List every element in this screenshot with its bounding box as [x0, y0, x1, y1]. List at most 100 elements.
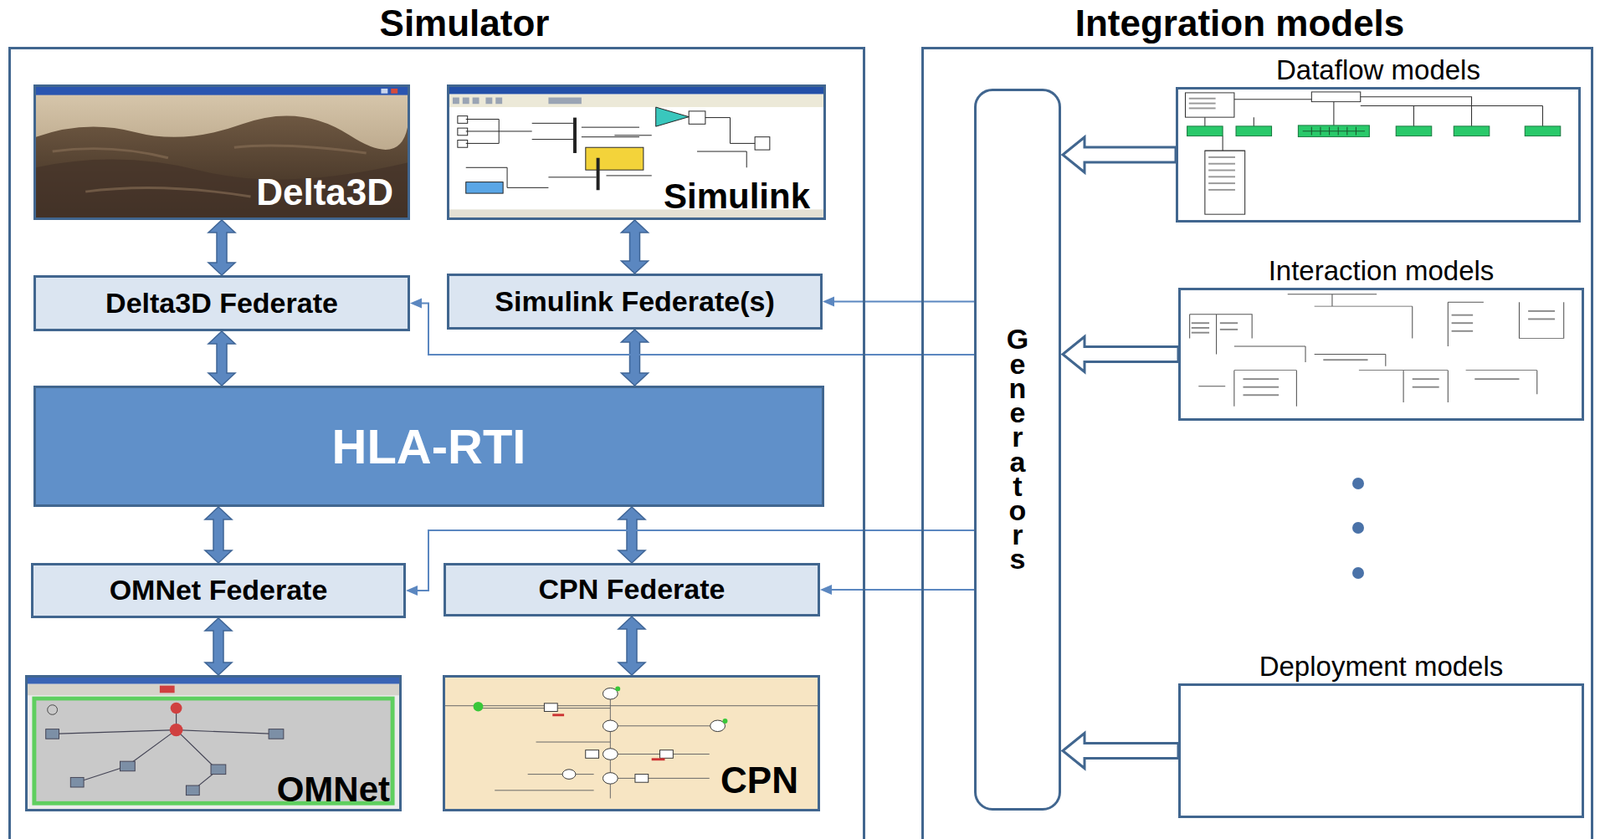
illustration-part — [449, 94, 824, 108]
illustration-part — [1208, 182, 1236, 185]
illustration-part — [1189, 97, 1236, 191]
ellipsis-dot — [1352, 567, 1365, 580]
illustration-part — [46, 729, 60, 740]
federate-label: CPN Federate — [538, 574, 726, 606]
illustration-part — [27, 677, 400, 810]
illustration-part — [552, 713, 665, 761]
model-heading: Dataflow models — [1175, 53, 1581, 88]
illustration-part — [457, 116, 468, 124]
double-arrow — [205, 507, 232, 564]
illustration-part — [585, 750, 600, 759]
illustration-part — [596, 158, 600, 191]
illustration-part — [452, 97, 460, 105]
illustration-part — [1528, 317, 1555, 320]
illustration-part — [472, 97, 480, 105]
illustration-part — [466, 117, 755, 189]
illustration-part — [1302, 127, 1365, 136]
screenshot-illustration — [1180, 686, 1582, 816]
double-arrow — [621, 329, 649, 386]
panel-title: Integration models — [906, 0, 1574, 47]
arrowhead — [405, 585, 418, 596]
illustration-part — [120, 761, 136, 772]
illustration-part — [35, 159, 408, 218]
illustration-part — [457, 111, 770, 188]
illustration-part — [1451, 314, 1474, 317]
illustration-part — [1184, 92, 1543, 215]
illustration-part — [380, 88, 388, 94]
double-arrow — [205, 618, 232, 676]
rti-bus: HLA-RTI — [33, 385, 825, 508]
illustration-part — [1453, 126, 1489, 137]
illustration-part — [1187, 125, 1561, 138]
panel: SimulatorDelta3DSimulinkDelta3D Federate… — [8, 46, 866, 839]
illustration-part — [268, 729, 284, 740]
illustration-part — [1189, 97, 1216, 100]
illustration-part — [1191, 322, 1210, 324]
illustration-part — [445, 677, 818, 810]
illustration-part — [485, 97, 493, 105]
federate-box: Simulink Federate(s) — [446, 273, 823, 330]
illustration-part — [1208, 189, 1236, 191]
illustration-part — [754, 137, 770, 150]
connector-line — [834, 301, 975, 303]
illustration-part — [1302, 127, 1365, 136]
illustration-part — [457, 128, 468, 136]
model-box — [1178, 683, 1585, 819]
double-arrow — [618, 507, 646, 564]
illustration-part — [656, 107, 689, 127]
tool-screenshot: Simulink — [446, 84, 826, 221]
illustration-part — [543, 688, 725, 785]
illustration-part — [46, 729, 284, 796]
illustration-part — [602, 773, 618, 785]
illustration-part — [169, 723, 184, 737]
screenshot-illustration — [1180, 290, 1582, 419]
illustration-part — [457, 140, 468, 149]
illustration-part — [635, 774, 649, 784]
double-arrow — [208, 331, 236, 386]
illustration-part — [210, 764, 226, 775]
illustration-part — [1311, 92, 1360, 103]
illustration-part — [602, 748, 618, 760]
illustration-part — [573, 117, 577, 154]
illustration-part — [1191, 332, 1210, 334]
model-box — [1175, 87, 1581, 223]
screenshot-illustration — [1178, 89, 1579, 221]
illustration-part — [35, 115, 408, 218]
tool-screenshot: CPN — [442, 675, 821, 812]
illustration-part — [390, 88, 398, 94]
illustration-part — [466, 182, 503, 194]
illustration-part — [35, 87, 408, 218]
block-arrow — [1062, 137, 1176, 173]
illustration-part — [562, 769, 576, 780]
illustration-part — [615, 687, 621, 693]
connector-line — [831, 589, 975, 591]
illustration-part — [1395, 126, 1431, 137]
panel: Integration modelsGeneratorsDataflow mod… — [921, 46, 1594, 839]
illustration-part — [1528, 310, 1555, 313]
illustration-part — [452, 97, 582, 105]
illustration-part — [1191, 327, 1210, 329]
illustration-part — [47, 705, 58, 716]
panel-title: Simulator — [38, 0, 891, 47]
generators-label: Generators — [994, 327, 1041, 572]
screenshot-label: Simulink — [663, 179, 811, 215]
illustration-part — [495, 97, 503, 105]
illustration-part — [185, 785, 200, 796]
illustration-part — [1189, 294, 1565, 407]
illustration-part — [449, 87, 824, 218]
tool-screenshot: OMNet — [25, 675, 402, 812]
illustration-part — [585, 147, 644, 170]
illustration-part — [449, 87, 824, 95]
federate-label: OMNet Federate — [109, 574, 329, 606]
model-heading: Interaction models — [1178, 254, 1585, 288]
illustration-part — [1412, 378, 1440, 380]
illustration-part — [170, 702, 183, 714]
illustration-part — [1243, 394, 1280, 396]
illustration-part — [1323, 358, 1368, 361]
federate-box: CPN Federate — [443, 563, 821, 617]
illustration-part — [1243, 386, 1280, 389]
federate-box: Delta3D Federate — [33, 275, 411, 332]
illustration-part — [52, 710, 276, 791]
illustration-part — [543, 703, 558, 713]
